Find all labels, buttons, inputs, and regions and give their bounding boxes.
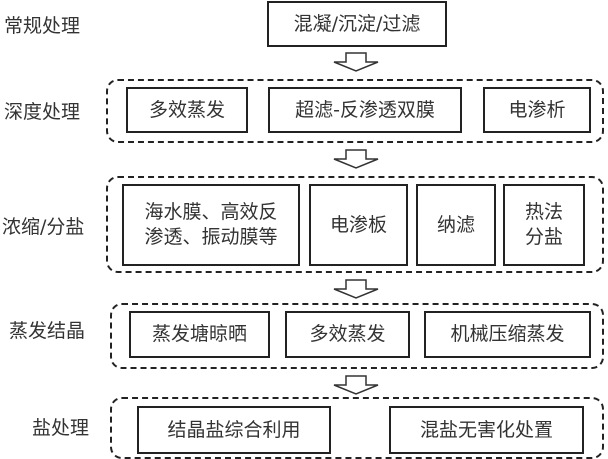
- box-coagulation-sedimentation-filtration: 混凝/沉淀/过滤: [267, 1, 447, 47]
- box-multi-effect-evaporation-2: 多效蒸发: [285, 311, 410, 358]
- stage-label-evaporative-crystallization: 蒸发结晶: [9, 320, 86, 342]
- box-thermal-salt-separation: 热法 分盐: [503, 184, 585, 266]
- down-arrow-icon: [333, 52, 379, 72]
- box-membranes: 海水膜、高效反 渗透、振动膜等: [122, 184, 300, 266]
- box-evaporation-pond: 蒸发塘晾晒: [129, 311, 270, 358]
- group-concentration: [106, 176, 604, 273]
- box-uf-ro-dual-membrane: 超滤-反渗透双膜: [268, 87, 462, 133]
- box-salt-utilization: 结晶盐综合利用: [137, 406, 331, 454]
- group-salt-handling: [110, 397, 604, 459]
- box-electrodialysis-plate: 电渗板: [309, 184, 408, 266]
- stage-label-conventional: 常规处理: [4, 15, 81, 37]
- box-mvr-evaporation: 机械压缩蒸发: [424, 311, 591, 358]
- down-arrow-icon: [333, 279, 379, 299]
- box-multi-effect-evaporation: 多效蒸发: [126, 87, 248, 133]
- group-advanced: [106, 79, 604, 143]
- group-evaporative-crystallization: [110, 303, 604, 369]
- box-mixed-salt-disposal: 混盐无害化处置: [389, 406, 584, 454]
- down-arrow-icon: [333, 149, 379, 169]
- box-electrodialysis: 电渗析: [483, 87, 591, 133]
- stage-label-salt-handling: 盐处理: [32, 417, 90, 439]
- stage-label-advanced: 深度处理: [4, 101, 81, 123]
- stage-label-concentration: 浓缩/分盐: [2, 216, 85, 238]
- box-nanofiltration: 纳滤: [416, 184, 496, 266]
- down-arrow-icon: [333, 375, 379, 395]
